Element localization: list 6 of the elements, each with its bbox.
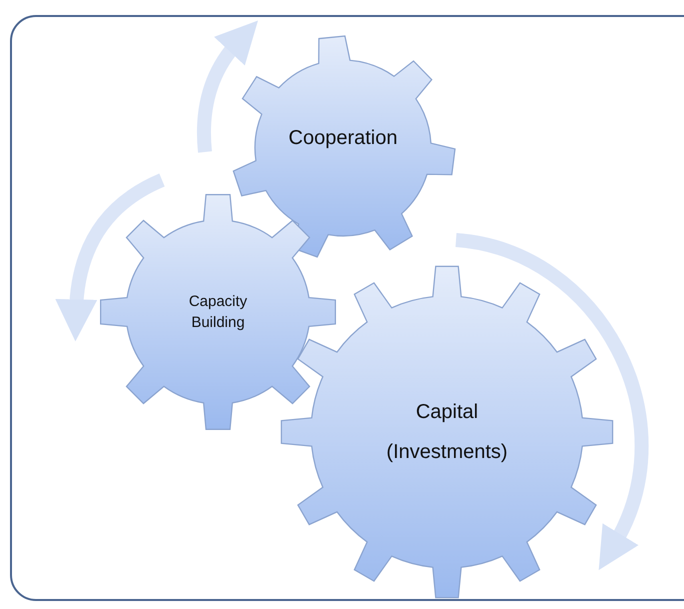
gear-label: Cooperation	[288, 126, 398, 150]
gear-label: Capacity Building	[188, 292, 248, 333]
gear	[100, 194, 336, 430]
gear	[231, 36, 455, 260]
gear-label: Capital (Investments)	[385, 400, 509, 465]
gear	[281, 266, 613, 598]
